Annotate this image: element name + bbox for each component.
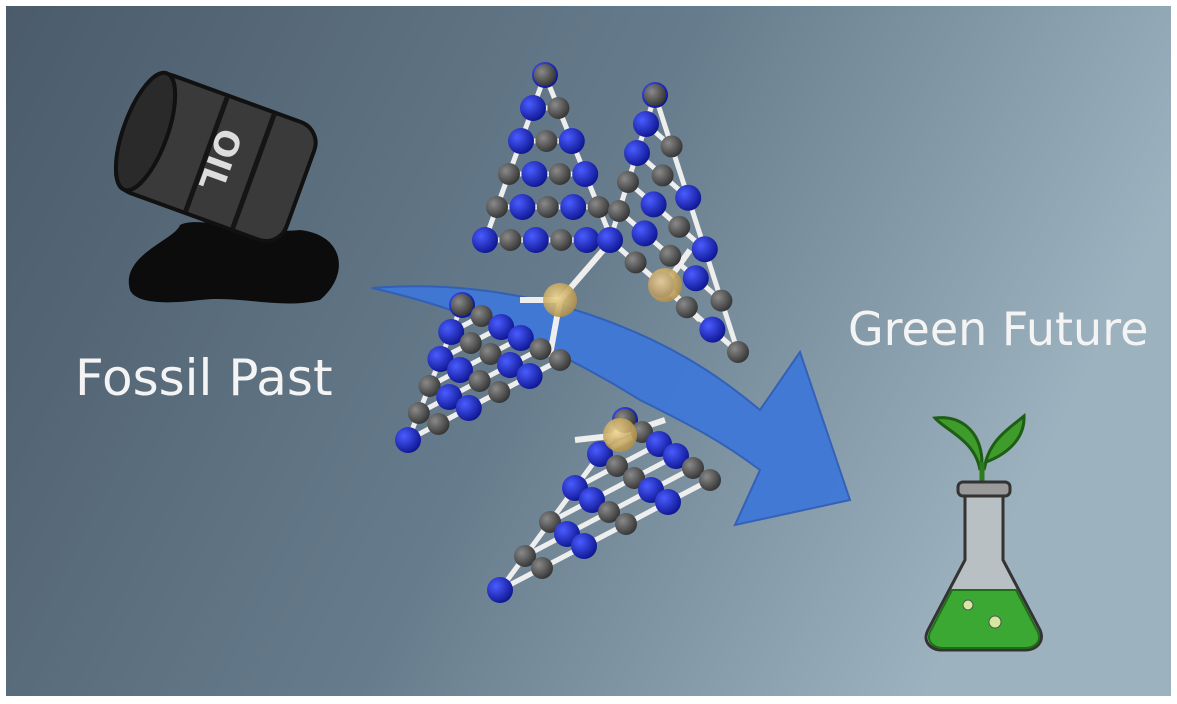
nitrogen-atom — [640, 191, 667, 218]
bond — [428, 335, 522, 389]
carbon-atom — [668, 215, 691, 238]
nitrogen-atom — [447, 357, 473, 383]
nitrogen-atom — [509, 194, 536, 220]
carbon-atom — [547, 97, 570, 119]
carbon-atom — [539, 511, 561, 533]
carbon-atom — [727, 341, 749, 363]
carbon-atom — [468, 370, 491, 392]
carbon-atom — [486, 196, 508, 218]
nitrogen-atom — [521, 161, 548, 187]
carbon-atom — [488, 381, 511, 403]
nitrogen-atom — [508, 128, 534, 154]
carbon-atom — [498, 163, 520, 185]
carbon-atom — [624, 251, 647, 274]
carbon-atom — [534, 64, 556, 86]
nitrogen-atom — [438, 319, 465, 345]
carbon-atom — [659, 244, 682, 267]
carbon-atom — [536, 196, 559, 218]
carbon-atom — [587, 196, 610, 218]
carbon-atom — [529, 338, 552, 360]
carbon-atom — [470, 305, 493, 327]
nitrogen-atom — [520, 95, 546, 121]
nitrogen-atom — [682, 265, 709, 292]
metal-atom — [543, 283, 577, 317]
nitrogen-atom — [427, 346, 454, 372]
carbon-atom — [617, 171, 639, 193]
carbon-atom — [427, 413, 450, 435]
nitrogen-atom — [572, 161, 599, 187]
carbon-atom — [514, 545, 536, 567]
nitrogen-atom — [655, 489, 681, 515]
metal-atom — [648, 268, 682, 302]
carbon-atom — [660, 135, 683, 158]
nitrogen-atom — [472, 227, 498, 253]
carbon-atom — [615, 513, 637, 535]
flask-plant-icon — [924, 412, 1043, 652]
nitrogen-atom — [691, 236, 718, 263]
nitrogen-atom — [436, 384, 463, 410]
nitrogen-atom — [633, 111, 659, 137]
carbon-atom — [682, 457, 704, 479]
carbon-atom — [499, 229, 522, 251]
oil-puddle — [128, 222, 339, 304]
nitrogen-atom — [522, 227, 549, 253]
nitrogen-atom — [675, 184, 702, 211]
carbon-atom — [710, 289, 733, 312]
carbon-atom — [479, 343, 502, 365]
metal-atom — [603, 418, 637, 452]
nitrogen-atom — [455, 395, 482, 421]
carbon-atom — [549, 349, 571, 371]
nitrogen-atom — [579, 487, 605, 513]
carbon-atom — [550, 229, 573, 251]
carbon-atom — [644, 84, 666, 106]
carbon-atom — [418, 375, 441, 397]
carbon-atom — [451, 294, 473, 316]
nitrogen-atom — [560, 194, 587, 220]
carbon-atom — [598, 501, 620, 523]
carbon-atom — [407, 402, 430, 424]
carbon-atom — [606, 455, 628, 477]
carbon-atom — [608, 200, 630, 222]
nitrogen-atom — [558, 128, 585, 154]
nitrogen-atom — [487, 577, 513, 603]
carbon-atom — [651, 164, 674, 187]
nitrogen-atom — [516, 363, 543, 389]
carbon-atom — [548, 163, 571, 185]
nitrogen-atom — [624, 140, 650, 166]
nitrogen-atom — [663, 443, 689, 469]
molecular-framework — [395, 62, 749, 603]
carbon-atom — [699, 469, 721, 491]
nitrogen-atom — [497, 352, 523, 378]
carbon-atom — [675, 296, 698, 319]
green-future-label: Green Future — [848, 302, 1148, 356]
nitrogen-atom — [395, 427, 421, 453]
fossil-past-label: Fossil Past — [75, 349, 333, 407]
carbon-atom — [623, 467, 645, 489]
oil-barrel-icon: OIL — [113, 70, 339, 304]
bond — [626, 180, 707, 252]
nitrogen-atom — [507, 325, 534, 351]
nitrogen-atom — [573, 227, 600, 253]
nitrogen-atom — [488, 314, 515, 340]
carbon-atom — [459, 332, 482, 354]
nitrogen-atom — [571, 533, 597, 559]
bond — [548, 453, 678, 525]
nitrogen-atom — [587, 441, 613, 467]
carbon-atom — [535, 130, 558, 152]
nitrogen-atom — [699, 316, 726, 343]
nitrogen-atom — [631, 220, 658, 247]
nitrogen-atom — [597, 227, 623, 253]
carbon-atom — [531, 557, 553, 579]
